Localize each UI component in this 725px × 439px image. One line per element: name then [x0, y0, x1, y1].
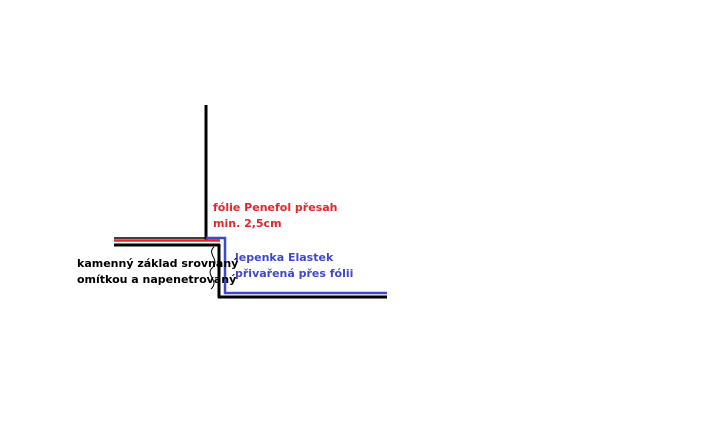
lepenka-line [206, 236, 387, 295]
foil-label: fólie Penefol přesah min. 2,5cm [213, 200, 338, 232]
base-label: kamenný základ srovnaný omítkou a napene… [77, 256, 238, 288]
lepenka-label-line1: lepenka Elastek [235, 251, 334, 264]
lepenka-label: lepenka Elastek přivařená přes fólii [235, 250, 353, 282]
foil-label-line2: min. 2,5cm [213, 217, 282, 230]
base-label-line2: omítkou a napenetrovaný [77, 273, 237, 286]
lepenka-label-line2: přivařená přes fólii [235, 267, 354, 280]
base-label-line1: kamenný základ srovnaný [77, 257, 239, 270]
base-squiggle [209, 246, 216, 290]
foil-label-line1: fólie Penefol přesah [213, 201, 338, 214]
